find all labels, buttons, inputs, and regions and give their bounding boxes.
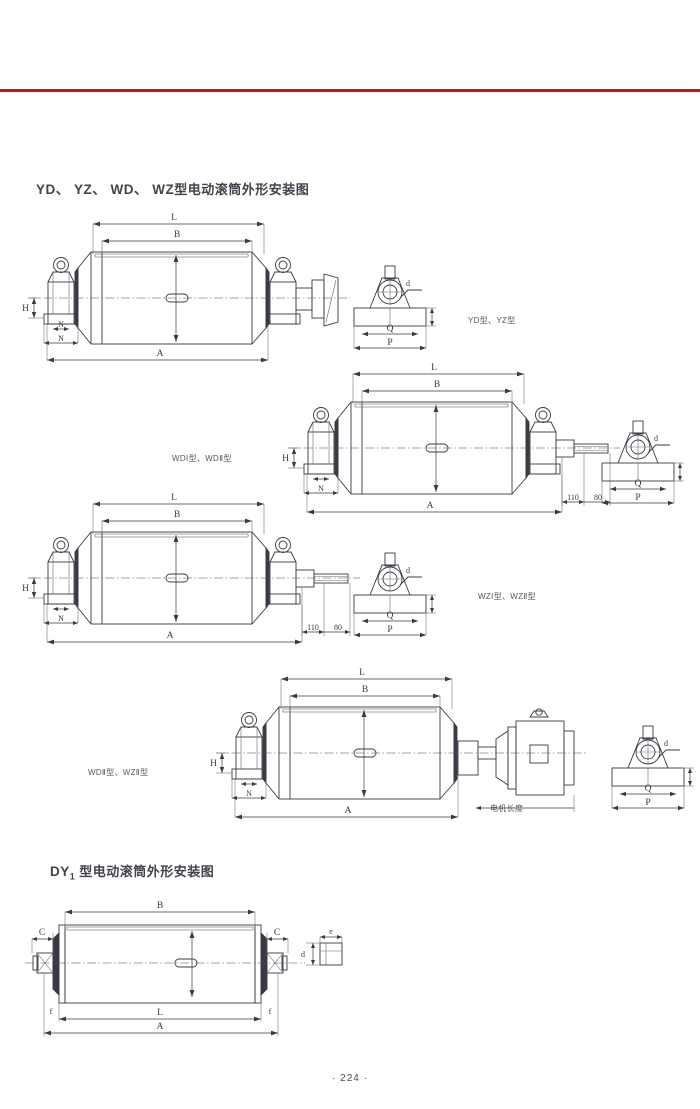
dim-label-N1: N: [58, 320, 64, 329]
dim-label-A: A: [167, 631, 174, 641]
dim-label-A: A: [157, 349, 164, 359]
dim-label-H: H: [210, 759, 217, 769]
detail-label-P: P: [387, 338, 392, 348]
dim-label-N: N: [318, 484, 324, 493]
dim-label-B: B: [434, 380, 440, 390]
detail-label-Q: Q: [645, 784, 652, 794]
dim-label-L: L: [157, 1008, 163, 1018]
dim-label-B: B: [174, 510, 180, 520]
dim-label-C-right: C: [274, 928, 280, 938]
page-number: · 224 ·: [332, 1073, 368, 1084]
dim-label-H: H: [22, 304, 29, 314]
detail-label-d: d: [664, 739, 668, 748]
detail-bearing-wd1-wd2: d Q P: [601, 420, 684, 506]
detail-label-Q: Q: [635, 479, 642, 489]
figure-wd1-wd2: L B A H N 110: [282, 363, 620, 515]
figure-yd-yz: L B A H N N: [22, 213, 350, 363]
figure-caption-wz1-wz2: WZⅠ型、WZⅡ型: [478, 592, 536, 601]
detail-bearing-wz1-wz2: d Q P: [353, 552, 436, 638]
dim-label-N: N: [58, 614, 64, 623]
figure-caption-wd3-wz3: WDⅡ型、WZⅡ型: [88, 768, 149, 777]
detail-label-d: d: [301, 950, 305, 959]
dim-label-L: L: [171, 493, 177, 503]
figure-wd3-wz3: L B A H N: [210, 668, 588, 820]
figure-dy1: B C C L f f A: [25, 901, 305, 1036]
detail-label-P: P: [387, 625, 392, 635]
figure-wz1-wz2: L B A H N 110: [22, 493, 360, 645]
dim-label-f-left: f: [50, 1007, 53, 1016]
dim-label-80: 80: [334, 623, 342, 632]
figure-caption-yd-yz: YD型、YZ型: [468, 316, 516, 325]
dim-label-B: B: [157, 901, 163, 911]
detail-bearing-wd3-wz3: d Q P: [611, 725, 694, 811]
dim-label-N2: N: [58, 334, 64, 343]
detail-label-d: d: [654, 434, 658, 443]
motor-length-note: 电机长度: [490, 804, 524, 813]
detail-label-Q: Q: [387, 324, 394, 334]
section-title-cjk-dy: 型电动滚筒外形安装图: [79, 865, 215, 880]
dim-label-H: H: [22, 584, 29, 594]
dim-label-A: A: [157, 1022, 164, 1032]
dim-label-N: N: [246, 789, 252, 798]
dim-label-110: 110: [307, 623, 319, 632]
dim-label-C-left: C: [39, 928, 45, 938]
dim-label-B: B: [362, 685, 368, 695]
section-title-subscript: 1: [69, 871, 76, 882]
detail-key-dy1: e d: [301, 927, 343, 966]
dim-label-110: 110: [567, 493, 579, 502]
dim-label-A: A: [345, 806, 352, 816]
detail-label-d: d: [406, 279, 410, 288]
figure-caption-wd1-wd2: WDⅠ型、WDⅡ型: [172, 454, 232, 463]
detail-label-P: P: [645, 798, 650, 808]
detail-label-d: d: [406, 566, 410, 575]
dim-label-f-right: f: [269, 1007, 272, 1016]
section-title-codes: YD、 YZ、 WD、 WZ: [36, 182, 175, 197]
detail-label-P: P: [635, 493, 640, 503]
detail-label-Q: Q: [387, 611, 394, 621]
section-title-cjk: 型电动滚筒外形安装图: [174, 183, 310, 198]
detail-label-e: e: [329, 927, 333, 936]
dim-label-L: L: [431, 363, 437, 373]
section-title-yd-yz-wd-wz: YD、 YZ、 WD、 WZ型电动滚筒外形安装图: [36, 178, 309, 198]
dim-label-B: B: [174, 230, 180, 240]
dim-label-80: 80: [594, 493, 602, 502]
dim-label-A: A: [427, 501, 434, 511]
detail-bearing-yd-yz: d Q P: [353, 265, 436, 351]
dim-label-L: L: [359, 668, 365, 678]
section-title-code-dy: DY: [50, 864, 70, 879]
dim-label-H: H: [282, 454, 289, 464]
dim-label-L: L: [171, 213, 177, 223]
header-rule: [0, 89, 700, 92]
